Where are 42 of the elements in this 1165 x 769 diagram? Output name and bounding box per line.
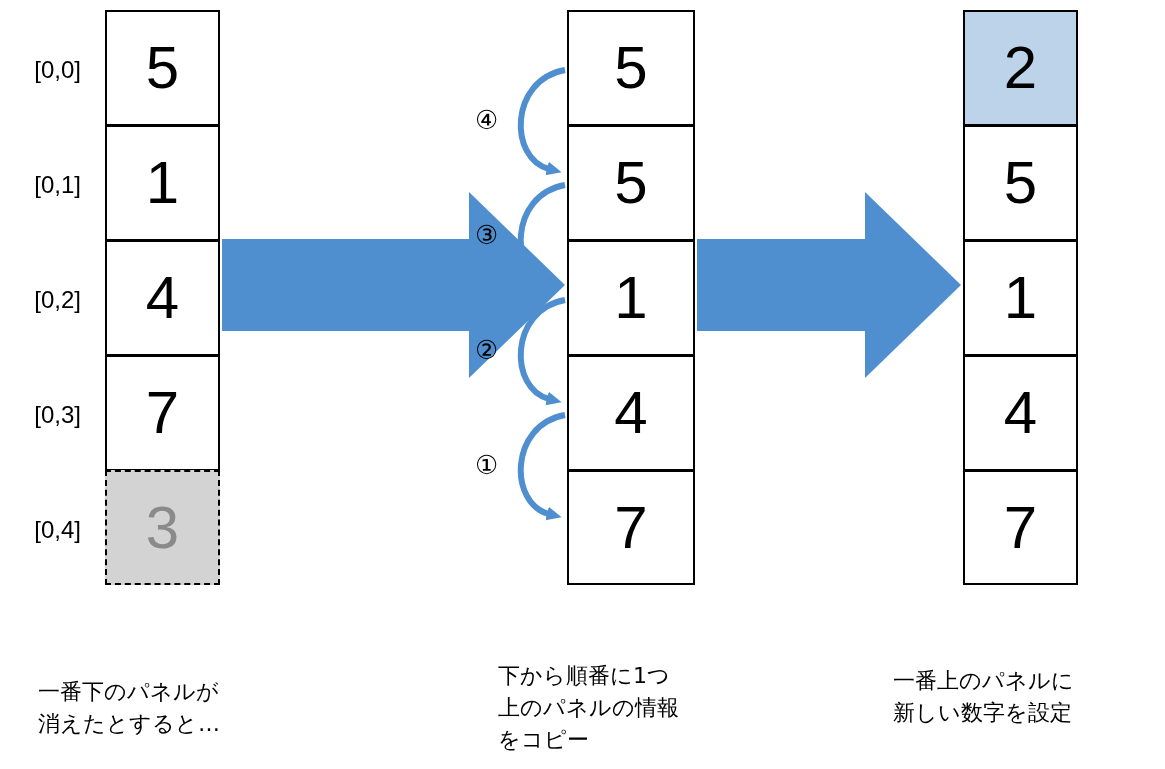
caption: 下から順番に1つ上のパネルの情報をコピー [498,662,680,754]
panel-cell [567,355,695,471]
panel-cell [963,240,1078,356]
panel-number: 3 [145,497,180,558]
step-number: ① [475,451,499,478]
block-arrow [222,192,565,378]
curved-arrow [518,67,566,175]
step-number: ② [475,336,499,363]
step-number: ④ [475,106,499,133]
panel-number: 1 [1003,268,1038,328]
panel-cell [567,10,695,126]
panel-cell [567,470,695,585]
row-index: [0,3] [34,401,81,429]
row-index: [0,1] [34,171,81,199]
step-number: ③ [475,221,499,248]
row-index: [0,2] [34,286,81,314]
panel-number: 5 [614,153,648,213]
panel-cell [963,355,1078,471]
panel-cell [567,125,695,241]
panel-cell [963,10,1078,126]
panel-number: 5 [145,38,180,98]
panel-cell [567,240,695,356]
row-index: [0,0] [34,56,81,84]
panel-number: 7 [614,497,648,558]
panel-number: 4 [1003,383,1038,443]
panel-number: 1 [145,153,180,213]
panel-cell [963,125,1078,241]
panel-number: 5 [1003,153,1038,213]
caption: 一番下のパネルが消えたとすると… [38,678,220,738]
caption: 一番上のパネルに新しい数字を設定 [893,667,1075,727]
panel-number: 7 [1003,497,1038,558]
panel-number: 4 [145,268,180,328]
panel-number: 2 [1003,38,1038,98]
curved-arrow [518,412,566,520]
panel-cell [963,470,1078,585]
panel-number: 7 [145,383,180,443]
block-arrow [697,192,961,378]
panel-number: 1 [614,268,648,328]
row-index: [0,4] [34,515,81,544]
curved-arrow [518,297,566,405]
panel-number: 5 [614,38,648,98]
panel-number: 4 [614,383,648,443]
